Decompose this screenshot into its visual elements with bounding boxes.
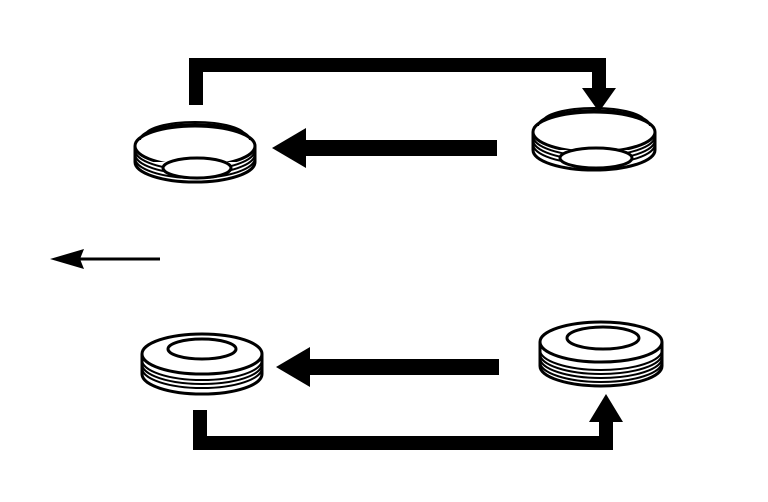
front-left-tire [133, 121, 257, 184]
front-left-to-front-right-loop-arrow [189, 58, 616, 112]
front-right-tire [531, 107, 657, 172]
rear-left-to-rear-right-loop-arrow [193, 394, 623, 450]
direction-of-travel-arrow [50, 249, 160, 269]
front-right-to-front-left-arrow [272, 128, 497, 168]
rear-right-to-rear-left-arrow [276, 347, 499, 387]
rear-right-tire [538, 320, 664, 388]
rear-left-tire [140, 332, 264, 396]
